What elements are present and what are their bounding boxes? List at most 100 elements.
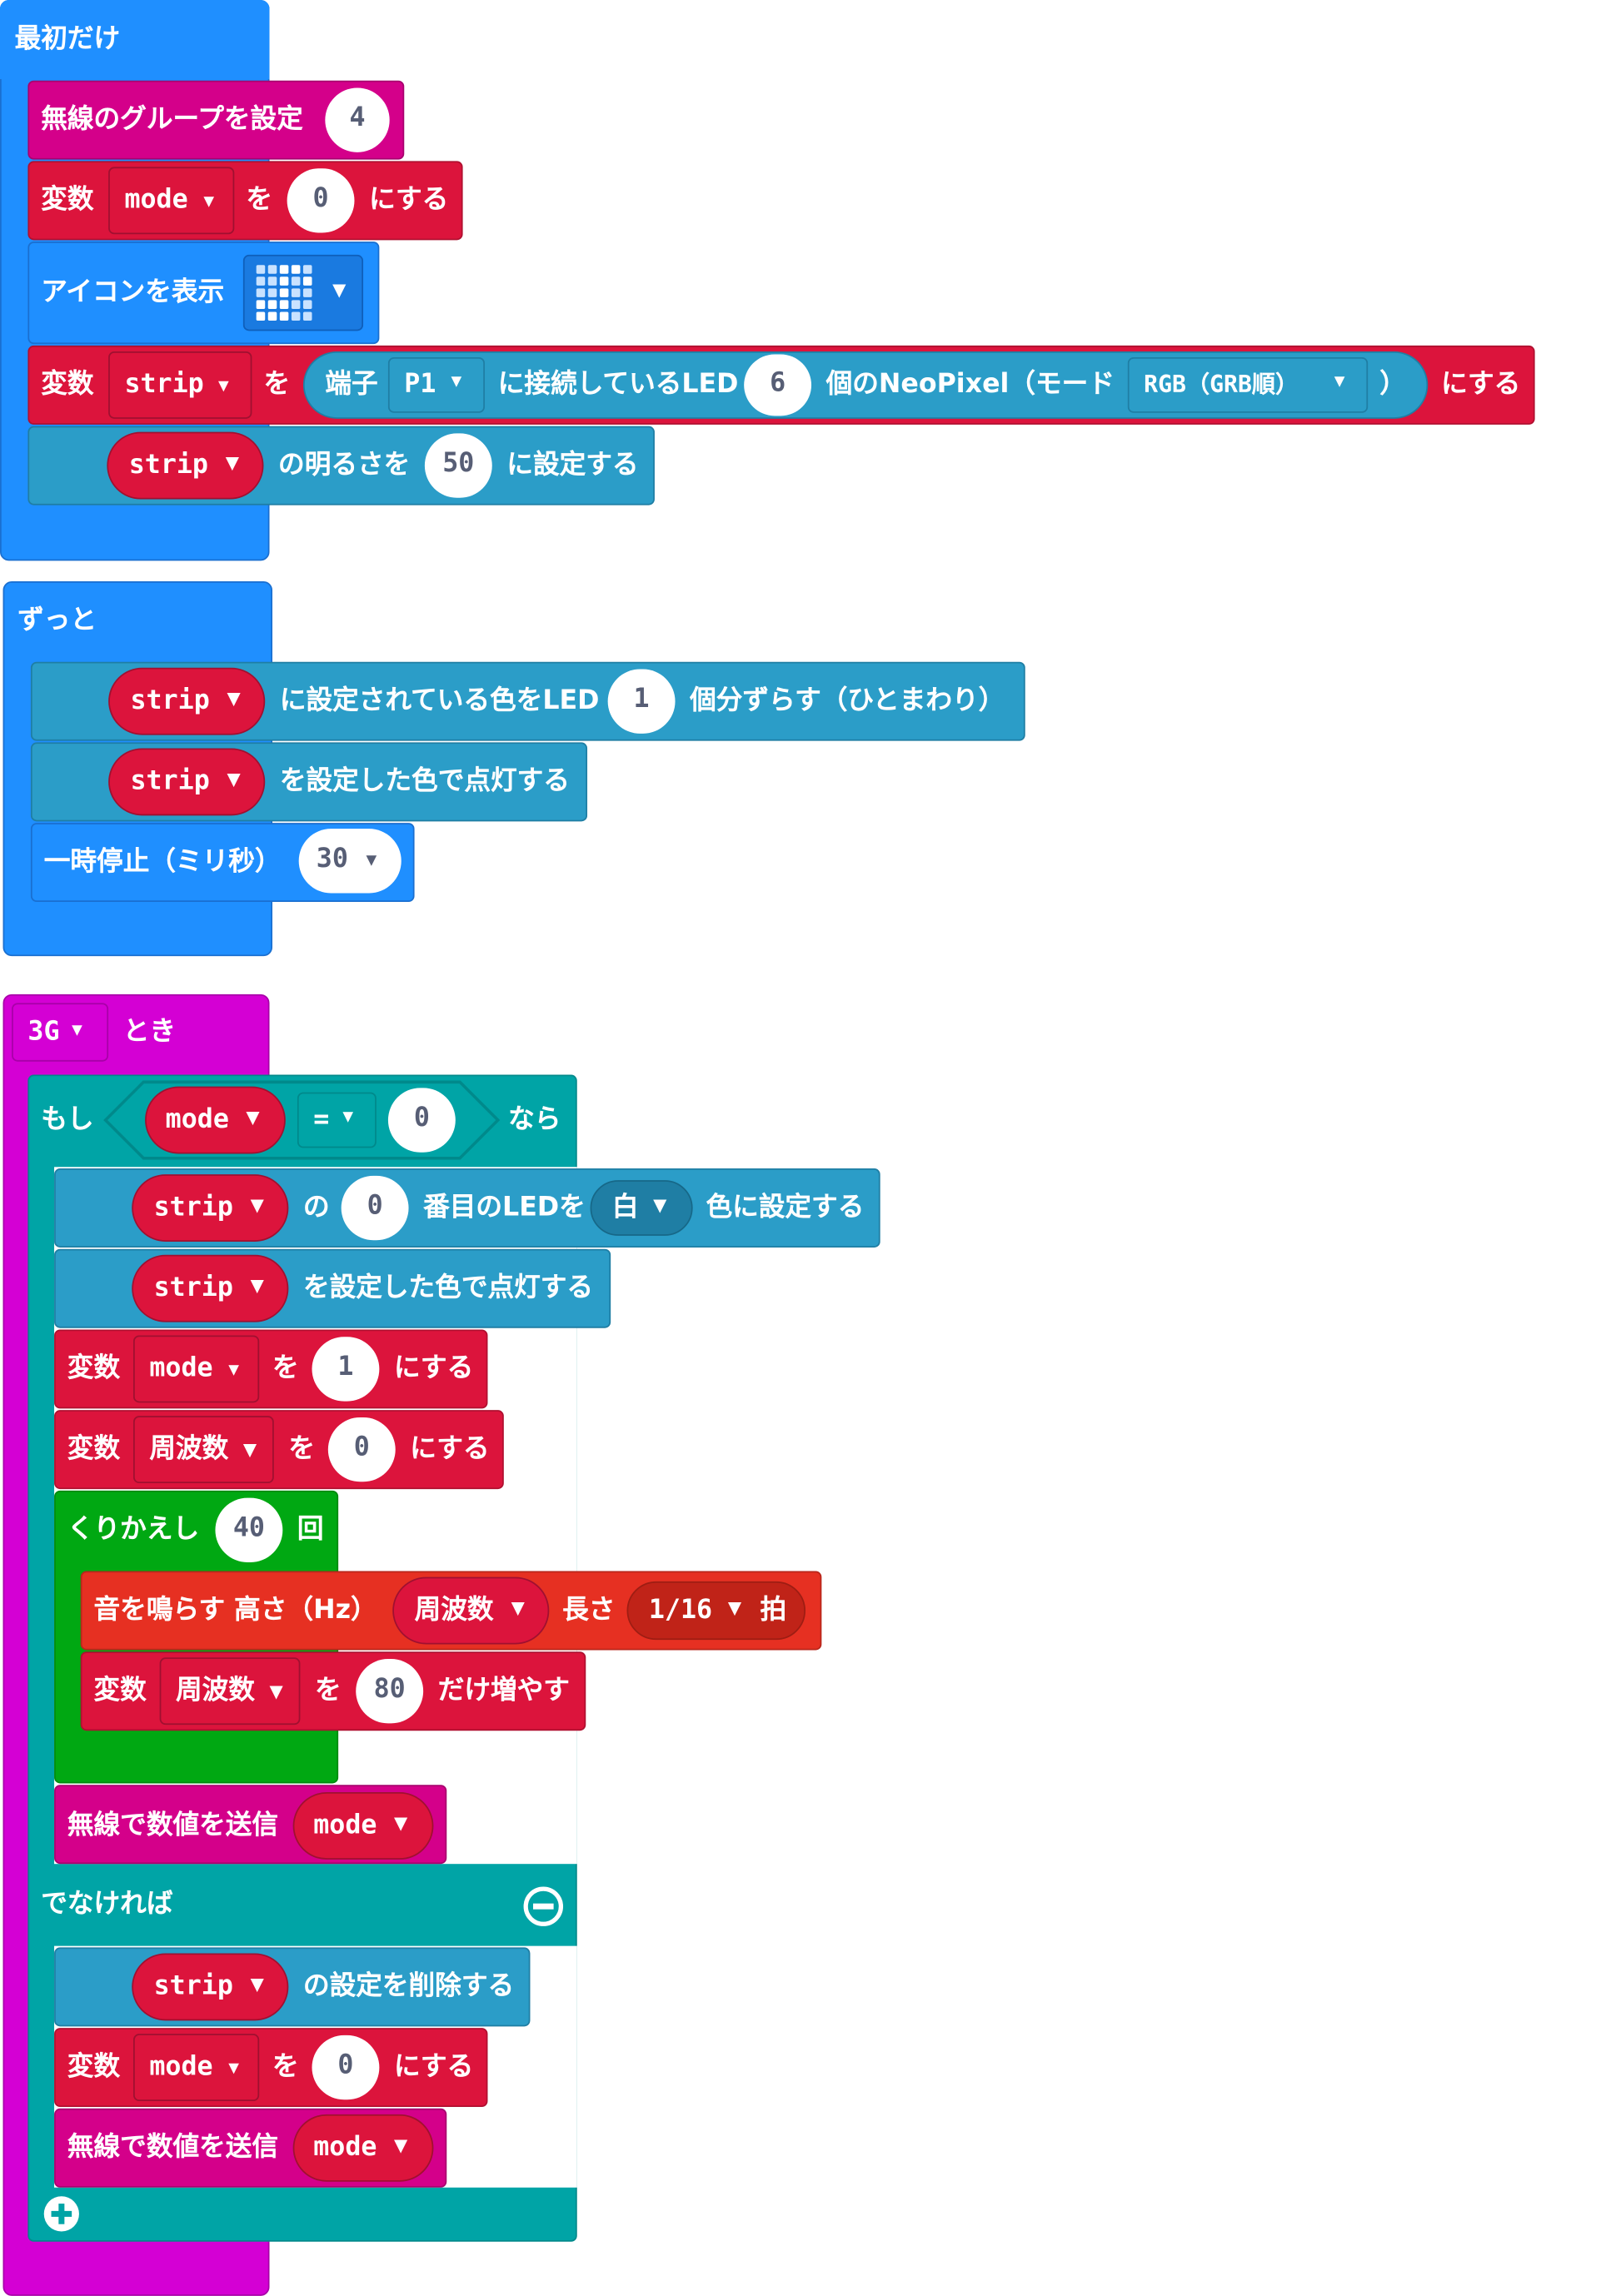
to-label: を [288, 1433, 316, 1465]
value-input[interactable]: 0 [287, 168, 355, 233]
show-label: を設定した色で点灯する [279, 765, 570, 797]
radio-group-input[interactable]: 4 [325, 87, 390, 152]
strip-var-label: strip [130, 685, 210, 716]
brightness-input[interactable]: 50 [424, 433, 492, 498]
variable-name: mode [149, 2051, 213, 2083]
remove-else-button[interactable] [523, 1886, 564, 1927]
operator-dropdown[interactable]: =▼ [297, 1092, 377, 1148]
variable-name: 周波数 [149, 1433, 229, 1465]
set-mode-block[interactable] [27, 161, 463, 241]
variable-dropdown-mode[interactable]: mode▼ [108, 167, 235, 235]
variable-dropdown-frequency[interactable]: 周波数▼ [159, 1657, 301, 1726]
chevron-down-icon: ▼ [227, 769, 241, 789]
set-mode-block[interactable] [54, 2028, 488, 2108]
chevron-down-icon: ▼ [225, 452, 239, 473]
variable-name: 周波数 [175, 1675, 255, 1706]
variable-dropdown-mode[interactable]: mode ▼ [132, 2034, 260, 2102]
close-paren-label: ） [1379, 369, 1406, 400]
set-suffix-label: にする [369, 184, 449, 216]
chevron-down-icon: ▼ [250, 1275, 264, 1297]
set-variable-label: 変数 [67, 1433, 121, 1465]
brightness-suffix-label: に設定する [506, 449, 639, 481]
add-else-if-button[interactable] [41, 2194, 82, 2234]
chevron-down-icon: ▼ [1334, 370, 1345, 391]
strip-var-label: strip [153, 1272, 233, 1303]
to-label: を [315, 1675, 342, 1706]
frequency-var-label: 周波数 [414, 1594, 494, 1626]
pause-label: 一時停止（ミリ秒） [43, 846, 282, 878]
beat-suffix-label: 拍 [760, 1594, 787, 1626]
pause-dropdown[interactable]: 30▼ [298, 829, 402, 894]
else-label: でなければ [41, 1889, 173, 1920]
set-variable-label: 変数 [41, 369, 94, 400]
color-dropdown[interactable] [590, 1180, 693, 1236]
set-frequency-block[interactable] [54, 1410, 504, 1490]
set-suffix-label: にする [410, 1433, 490, 1465]
beat-dropdown[interactable] [626, 1581, 806, 1641]
repeat-count-input[interactable]: 40 [215, 1497, 283, 1562]
mode-variable-reporter[interactable] [145, 1086, 286, 1154]
change-suffix-label: だけ増やす [437, 1675, 570, 1706]
repeat-label: くりかえし [67, 1513, 200, 1545]
variable-dropdown-strip[interactable]: strip▼ [108, 351, 252, 419]
icon-picker[interactable]: ▼ [242, 254, 364, 331]
gesture-dropdown[interactable]: 3G▼ [12, 1003, 109, 1062]
mode-var-label: mode [313, 2131, 377, 2163]
variable-dropdown-mode[interactable]: mode▼ [132, 1335, 260, 1403]
strip-var-label: strip [128, 449, 208, 481]
to-label: を [272, 2051, 299, 2083]
chevron-down-icon: ▼ [653, 1194, 667, 1216]
clear-label: の設定を削除する [302, 1970, 515, 2002]
set-variable-label: 変数 [41, 184, 94, 216]
chevron-down-icon: ▼ [393, 2134, 408, 2156]
to-label: を [272, 1352, 299, 1384]
pin-dropdown[interactable]: P1▼ [387, 357, 485, 413]
chevron-down-icon: ▼ [217, 375, 229, 396]
set-suffix-label: にする [1441, 369, 1521, 400]
forever-label: ずっと [17, 605, 97, 636]
strip-variable-reporter[interactable] [107, 431, 264, 500]
strip-variable-reporter[interactable] [108, 748, 266, 816]
variable-dropdown-frequency[interactable]: 周波数 ▼ [132, 1416, 274, 1484]
pixel-index-input[interactable]: 0 [341, 1175, 409, 1241]
to-label: を [263, 369, 291, 400]
value-input[interactable]: 0 [327, 1417, 396, 1482]
chevron-down-icon: ▼ [242, 1439, 257, 1460]
strip-variable-reporter[interactable] [132, 1174, 289, 1242]
show-icon-label: アイコンを表示 [41, 276, 225, 308]
set-mode-block[interactable] [54, 1329, 488, 1409]
frequency-variable-reporter[interactable] [392, 1576, 550, 1645]
chevron-down-icon: ▼ [727, 1597, 742, 1618]
chevron-down-icon: ▼ [228, 2057, 239, 2078]
mode-dropdown[interactable]: RGB（GRB順）▼ [1127, 357, 1369, 413]
show-label: を設定した色で点灯する [302, 1272, 594, 1303]
pin-label: 端子 [325, 369, 378, 400]
chevron-down-icon: ▼ [72, 1019, 82, 1040]
strip-variable-reporter[interactable] [132, 1953, 289, 2021]
value-input[interactable]: 1 [312, 1337, 380, 1402]
chevron-down-icon: ▼ [393, 1812, 408, 1834]
pause-value: 30 [316, 843, 348, 874]
mode-variable-reporter[interactable] [292, 2114, 434, 2182]
if-label: もし [41, 1103, 94, 1135]
chevron-down-icon: ▼ [332, 279, 347, 301]
brightness-label: の明るさを [278, 449, 411, 481]
mode-var-label: mode [313, 1810, 377, 1841]
strip-var-label: strip [130, 765, 210, 797]
then-label: なら [508, 1103, 561, 1135]
chevron-down-icon: ▼ [342, 1105, 354, 1127]
compare-value-input[interactable]: 0 [387, 1088, 456, 1153]
chevron-down-icon: ▼ [511, 1597, 525, 1618]
mode-variable-reporter[interactable] [292, 1792, 434, 1860]
rotate-label: に設定されている色をLED [279, 685, 600, 716]
led-count-input[interactable]: 6 [744, 354, 812, 416]
variable-name: mode [149, 1352, 213, 1384]
set-suffix-label: にする [393, 2051, 474, 2083]
strip-variable-reporter[interactable] [108, 667, 266, 735]
value-input[interactable]: 0 [312, 2035, 380, 2100]
strip-variable-reporter[interactable] [132, 1254, 289, 1322]
strip-var-label: strip [153, 1970, 233, 2002]
rotate-offset-input[interactable]: 1 [607, 669, 676, 734]
set-suffix-label: にする [393, 1352, 474, 1384]
change-value-input[interactable]: 80 [356, 1659, 424, 1724]
